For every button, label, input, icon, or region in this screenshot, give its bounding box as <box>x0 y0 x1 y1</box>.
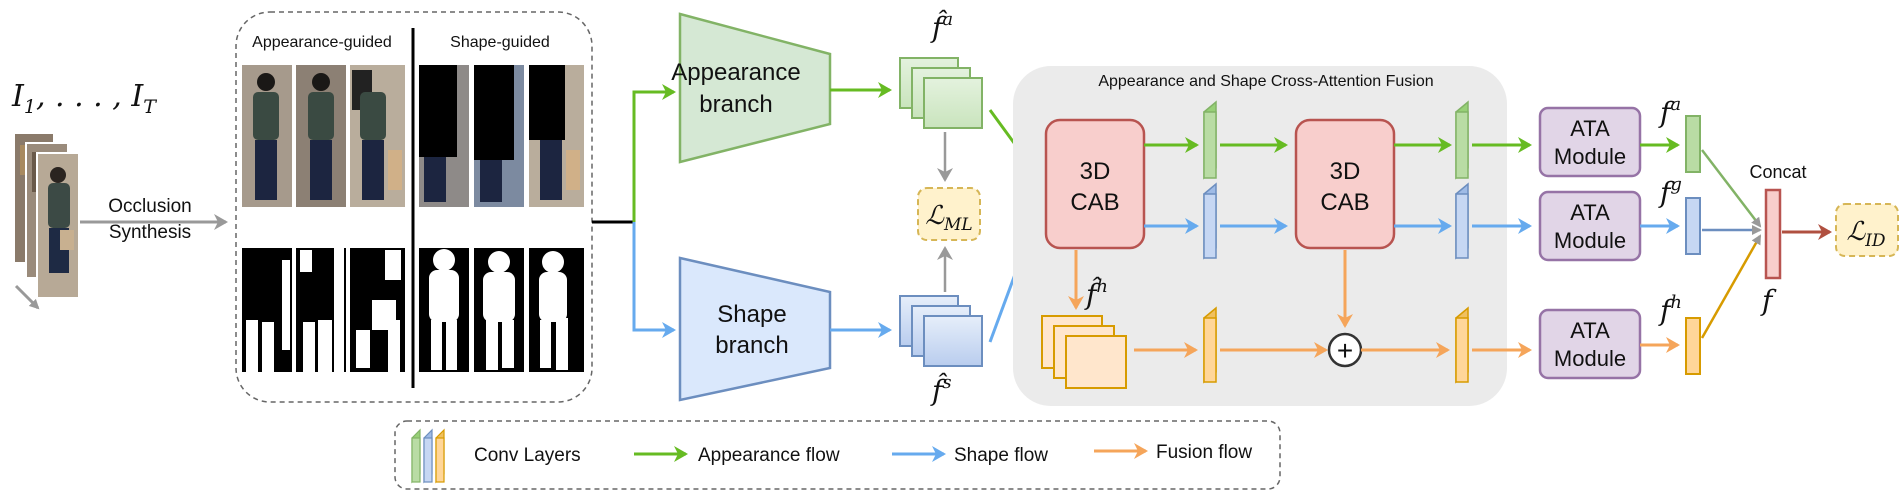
svg-text:fh: fh <box>1658 292 1682 327</box>
shape-guided-rgb-row <box>419 65 584 207</box>
svg-text:branch: branch <box>715 332 788 359</box>
legend-fusion-flow-label: Fusion flow <box>1156 442 1252 463</box>
fusion-feature-stack <box>1041 315 1127 389</box>
panel-to-branches-connector <box>592 84 676 338</box>
f-final-label: f <box>1760 284 1777 317</box>
svg-text:Synthesis: Synthesis <box>109 222 191 243</box>
f-hat-s-label: f̂s <box>930 372 952 407</box>
svg-text:Appearance: Appearance <box>671 59 800 86</box>
mask-crop-3 <box>350 248 405 372</box>
appearance-feature-stack <box>899 57 983 129</box>
concat-vector <box>1764 188 1782 280</box>
svg-text:ℒML: ℒML <box>925 201 972 235</box>
silhouette-crop-3 <box>529 248 584 372</box>
ata-module-fusion: ATA Module <box>1538 308 1642 380</box>
occluded-crop-2 <box>474 65 524 207</box>
mask-crop-2 <box>296 248 346 372</box>
elementwise-sum-node: + <box>1327 332 1363 368</box>
svg-text:CAB: CAB <box>1070 189 1119 216</box>
svg-text:fa: fa <box>1658 94 1681 129</box>
person-crop-3 <box>350 65 405 207</box>
frame-stack-arrow <box>14 284 40 310</box>
cab-block-1: 3D CAB <box>1044 118 1146 250</box>
legend-conv-layers-icon <box>411 428 445 484</box>
guided-samples-panel: Appearance-guided Shape-guided <box>235 11 593 403</box>
svg-text:I1, . . . , IT: I1, . . . , IT <box>11 79 157 118</box>
ata-module-shape: ATA Module <box>1538 190 1642 262</box>
svg-text:ATA: ATA <box>1570 318 1610 343</box>
conv-layer-orange-1 <box>1203 306 1217 384</box>
svg-text:+: + <box>1337 335 1353 366</box>
shape-guided-title: Shape-guided <box>450 34 550 51</box>
svg-text:CAB: CAB <box>1320 189 1369 216</box>
svg-text:Shape: Shape <box>717 301 786 328</box>
shape-feature-stack <box>899 295 983 367</box>
f-a-vector <box>1685 115 1701 173</box>
f-g-vector <box>1685 197 1701 255</box>
svg-text:ℒID: ℒID <box>1846 217 1885 251</box>
legend-appearance-flow-label: Appearance flow <box>698 445 840 466</box>
appearance-guided-title: Appearance-guided <box>252 34 392 51</box>
legend: Conv Layers Appearance flow Shape flow F… <box>394 420 1281 490</box>
f-h-vector <box>1685 317 1701 375</box>
svg-text:Module: Module <box>1554 228 1626 253</box>
conv-layer-blue-2 <box>1455 182 1469 260</box>
svg-text:Module: Module <box>1554 346 1626 371</box>
input-frames-label: I1, . . . , IT <box>11 79 157 118</box>
svg-text:ATA: ATA <box>1570 116 1610 141</box>
svg-text:3D: 3D <box>1330 158 1361 185</box>
conv-layer-orange-2 <box>1455 306 1469 384</box>
input-frame-stack <box>13 132 80 310</box>
id-loss-box: ℒID <box>1835 203 1899 257</box>
silhouette-crop-2 <box>474 248 524 372</box>
f-hat-a-label: f̂a <box>930 9 953 44</box>
conv-layer-blue-1 <box>1203 182 1217 260</box>
metric-loss-box: ℒML <box>917 187 981 241</box>
shape-guided-mask-row <box>419 248 584 372</box>
svg-text:Concat: Concat <box>1749 162 1806 182</box>
conv-layer-green-2 <box>1455 100 1469 180</box>
svg-text:f: f <box>1760 284 1777 317</box>
occluded-crop-1 <box>419 65 469 207</box>
silhouette-crop-1 <box>419 248 469 372</box>
svg-text:Module: Module <box>1554 144 1626 169</box>
occlusion-synthesis-label: Occlusion Synthesis <box>108 196 191 243</box>
f-a-label: fa <box>1658 94 1681 129</box>
fusion-title: Appearance and Shape Cross-Attention Fus… <box>1098 73 1433 90</box>
f-g-label: fg <box>1658 174 1682 209</box>
occluded-crop-3 <box>529 65 584 207</box>
appearance-guided-mask-row <box>242 248 405 372</box>
ata-module-appearance: ATA Module <box>1538 106 1642 178</box>
svg-text:ATA: ATA <box>1570 200 1610 225</box>
person-crop-2 <box>296 65 346 207</box>
legend-shape-flow-label: Shape flow <box>954 445 1048 466</box>
svg-text:f̂s: f̂s <box>930 372 952 407</box>
input-frame-3 <box>36 152 80 299</box>
svg-text:3D: 3D <box>1080 158 1111 185</box>
appearance-guided-rgb-row <box>242 65 405 207</box>
person-crop-1 <box>242 65 292 207</box>
mask-crop-1 <box>242 248 292 372</box>
conv-layer-green-1 <box>1203 100 1217 180</box>
svg-text:f̂a: f̂a <box>930 9 953 44</box>
f-h-label: fh <box>1658 292 1682 327</box>
shape-branch: Shape branch <box>678 256 832 402</box>
concat-label: Concat <box>1749 162 1806 182</box>
svg-text:branch: branch <box>699 91 772 118</box>
cab-block-2: 3D CAB <box>1294 118 1396 250</box>
legend-conv-layers-label: Conv Layers <box>474 445 581 466</box>
svg-text:fg: fg <box>1658 174 1682 209</box>
appearance-branch: Appearance branch <box>671 12 832 164</box>
svg-text:Occlusion: Occlusion <box>108 196 191 217</box>
